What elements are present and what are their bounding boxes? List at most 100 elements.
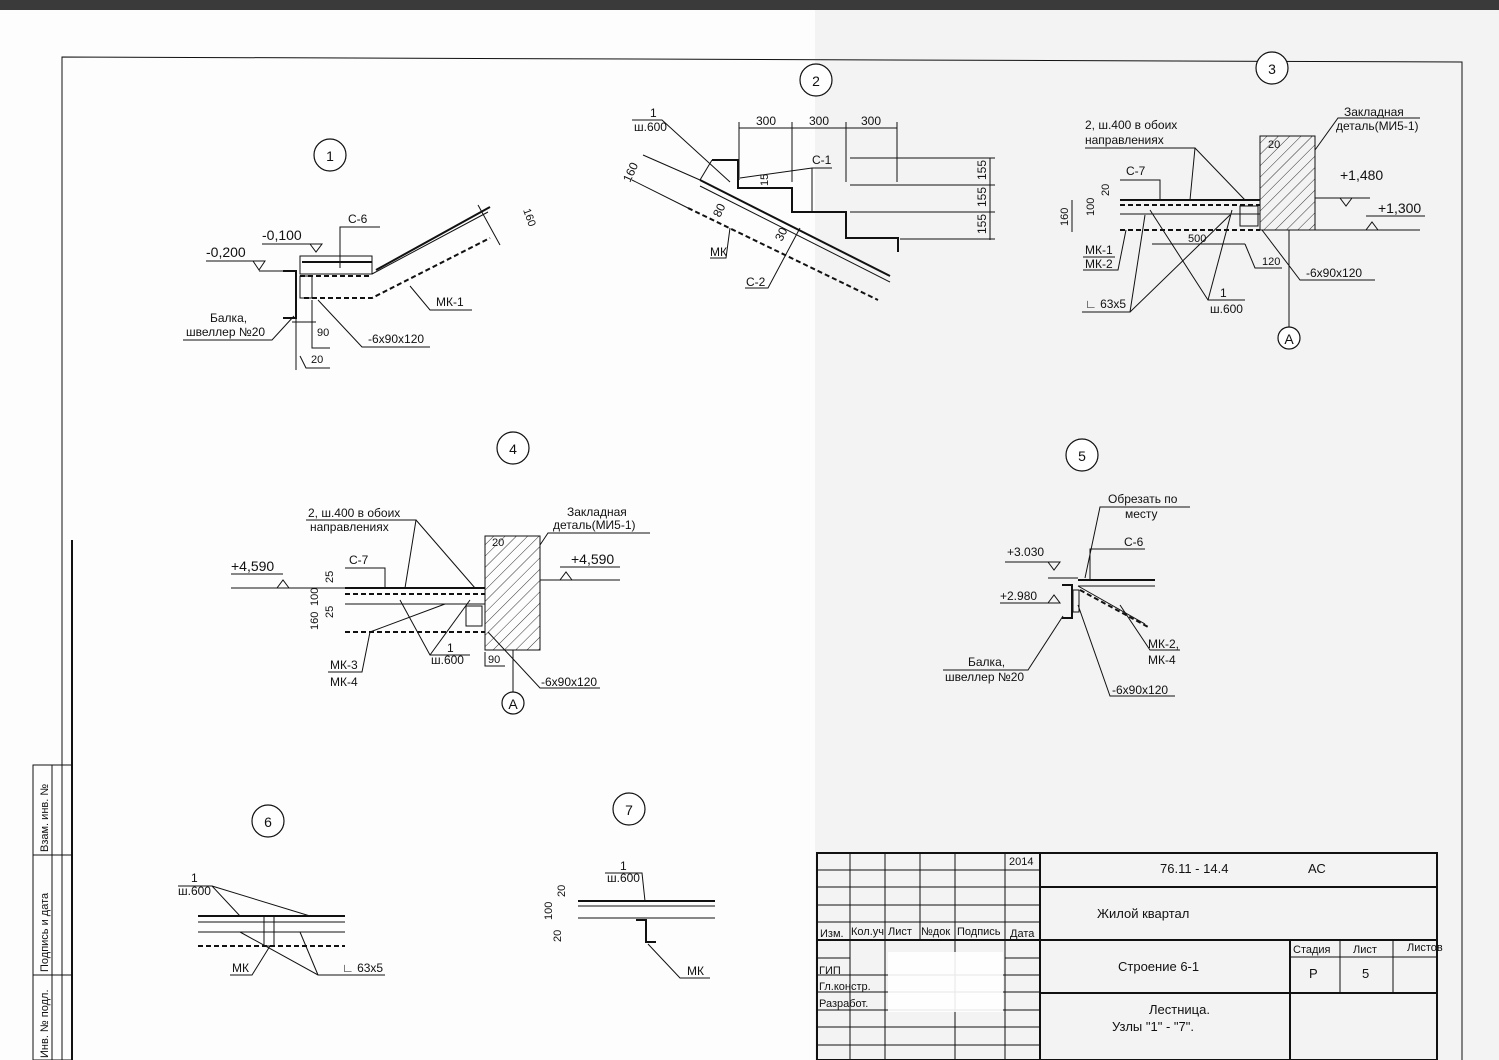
node-4-number: 4: [509, 441, 517, 457]
dim-100: 100: [309, 588, 321, 606]
node-5: 5 Обрезать по месту +3.030 С-6 +2.980 МК…: [943, 438, 1190, 697]
side-stamp: Инв. № подл. Подпись и дата Взам. инв. №: [32, 764, 73, 1060]
node-3-number: 3: [1268, 61, 1276, 77]
node-2-number: 2: [812, 73, 820, 89]
label-embedded: Закладная: [567, 505, 627, 519]
label-embedded: Закладная: [1344, 105, 1404, 119]
label-mk2: МК-2: [1085, 257, 1113, 271]
label-mk: МК: [710, 245, 727, 259]
dim-20-top: 20: [556, 885, 568, 897]
label-angle-63x5: ∟ 63x5: [1085, 297, 1126, 311]
label-c7: С-7: [1126, 164, 1146, 178]
stage-value: Р: [1309, 966, 1318, 981]
node-5-marker: [1065, 438, 1099, 472]
header-podpis: Подпись: [957, 926, 1001, 938]
label-mesh-directions: направлениях: [1085, 133, 1164, 147]
redacted-signatures: [888, 952, 1003, 1012]
stage-label: Стадия: [1293, 944, 1331, 956]
dim-20: 20: [1100, 184, 1112, 196]
stamp-inv-podl: Инв. № подл.: [39, 989, 51, 1058]
level-1480: +1,480: [1340, 167, 1383, 183]
role-razrabot: Разработ.: [819, 998, 868, 1010]
label-plate: -6x90x120: [1112, 683, 1168, 697]
label-sh600: ш.600: [634, 120, 667, 134]
project-name: Жилой квартал: [1097, 906, 1189, 921]
label-c1: С-1: [812, 153, 832, 167]
header-kol-uch: Кол.уч: [851, 926, 884, 938]
label-mk3: МК-3: [330, 658, 358, 672]
axis-a-marker: [1277, 326, 1301, 350]
role-gip: ГИП: [819, 965, 841, 977]
label-cut-to-fit: Обрезать по: [1108, 492, 1178, 506]
label-1: 1: [620, 859, 627, 873]
dim-160: 160: [1059, 208, 1071, 226]
scan-edge: [0, 0, 1499, 10]
document-code: 76.11 - 14.4: [1160, 861, 1228, 876]
label-1: 1: [650, 106, 657, 120]
dim-160: 160: [309, 612, 321, 630]
header-data: Дата: [1010, 928, 1035, 940]
label-embedded-mi5: деталь(МИ5-1): [553, 518, 636, 532]
dim-25-bottom: 25: [324, 606, 336, 618]
level-3030: +3.030: [1007, 545, 1044, 559]
dim-100: 100: [1085, 198, 1097, 216]
label-mk: МК: [687, 964, 704, 978]
node-6-marker: [251, 804, 285, 838]
label-mk1: МК-1: [436, 295, 464, 309]
dim-120: 120: [1262, 256, 1280, 268]
label-beam: Балка,: [210, 311, 247, 325]
dim-20-wall: 20: [1268, 139, 1280, 151]
header-ndok: №док: [921, 926, 950, 938]
sheet-value: 5: [1362, 966, 1369, 981]
axis-a-label: А: [1284, 331, 1294, 347]
paper-right-half: [815, 0, 1499, 1060]
node-3-marker: [1255, 51, 1289, 85]
label-mk2: МК-2,: [1148, 637, 1179, 651]
label-c2: С-2: [746, 275, 766, 289]
axis-a-label: А: [508, 696, 518, 712]
node-7: 7 1 ш.600 20 100 20 МК: [543, 792, 715, 979]
dim-90: 90: [317, 327, 329, 339]
level-4590-left: +4,590: [231, 558, 274, 574]
node-6-number: 6: [264, 814, 272, 830]
node-6: 6 1 ш.600 МК ∟ 63x5: [178, 804, 385, 976]
label-channel-20: швеллер №20: [945, 670, 1024, 684]
dim-15: 15: [759, 174, 771, 186]
node-7-marker: [612, 792, 646, 826]
node-4-marker: [496, 431, 530, 465]
stamp-podpis-data: Подпись и дата: [39, 892, 51, 972]
dim-20: 20: [492, 537, 504, 549]
level-minus-0100: -0,100: [262, 227, 302, 243]
node-2-marker: [799, 63, 833, 97]
label-plate: -6x90x120: [1306, 266, 1362, 280]
title-block: 2014 Изм. Кол.уч Лист №док Подпись Дата …: [816, 852, 1443, 1060]
label-beam: Балка,: [968, 655, 1005, 669]
stamp-vzam-inv: Взам. инв. №: [39, 784, 51, 852]
node-2: 2 300 300 300 155 155 155 1 ш.600 С-1 15…: [620, 63, 995, 301]
label-c6: С-6: [348, 212, 368, 226]
dim-300-3: 300: [861, 114, 881, 128]
dim-80: 80: [710, 201, 728, 219]
header-list: Лист: [888, 926, 912, 938]
dim-155-3: 155: [975, 214, 989, 234]
node-3: 3 2, ш.400 в обоих направлениях Закладна…: [1059, 51, 1425, 350]
sheet-frame: [61, 56, 1463, 1060]
label-c6: С-6: [1124, 535, 1144, 549]
label-c7: С-7: [349, 553, 369, 567]
dim-155-2: 155: [975, 187, 989, 207]
dim-155-1: 155: [975, 160, 989, 180]
year-cell: 2014: [1009, 856, 1033, 868]
sheet-label: Лист: [1353, 944, 1377, 956]
label-mesh: 2, ш.400 в обоих: [308, 506, 400, 520]
label-plate: -6x90x120: [368, 332, 424, 346]
sheet-title-1: Лестница.: [1149, 1002, 1210, 1017]
label-1: 1: [1220, 286, 1227, 300]
label-mk4: МК-4: [1148, 653, 1176, 667]
document-mark: АС: [1308, 861, 1326, 876]
label-mesh-directions: направлениях: [310, 520, 389, 534]
label-sh600: ш.600: [607, 871, 640, 885]
level-1300: +1,300: [1378, 200, 1421, 216]
label-embedded-mi5: деталь(МИ5-1): [1336, 119, 1419, 133]
node-1-marker: [313, 138, 347, 172]
header-izm: Изм.: [820, 928, 844, 940]
